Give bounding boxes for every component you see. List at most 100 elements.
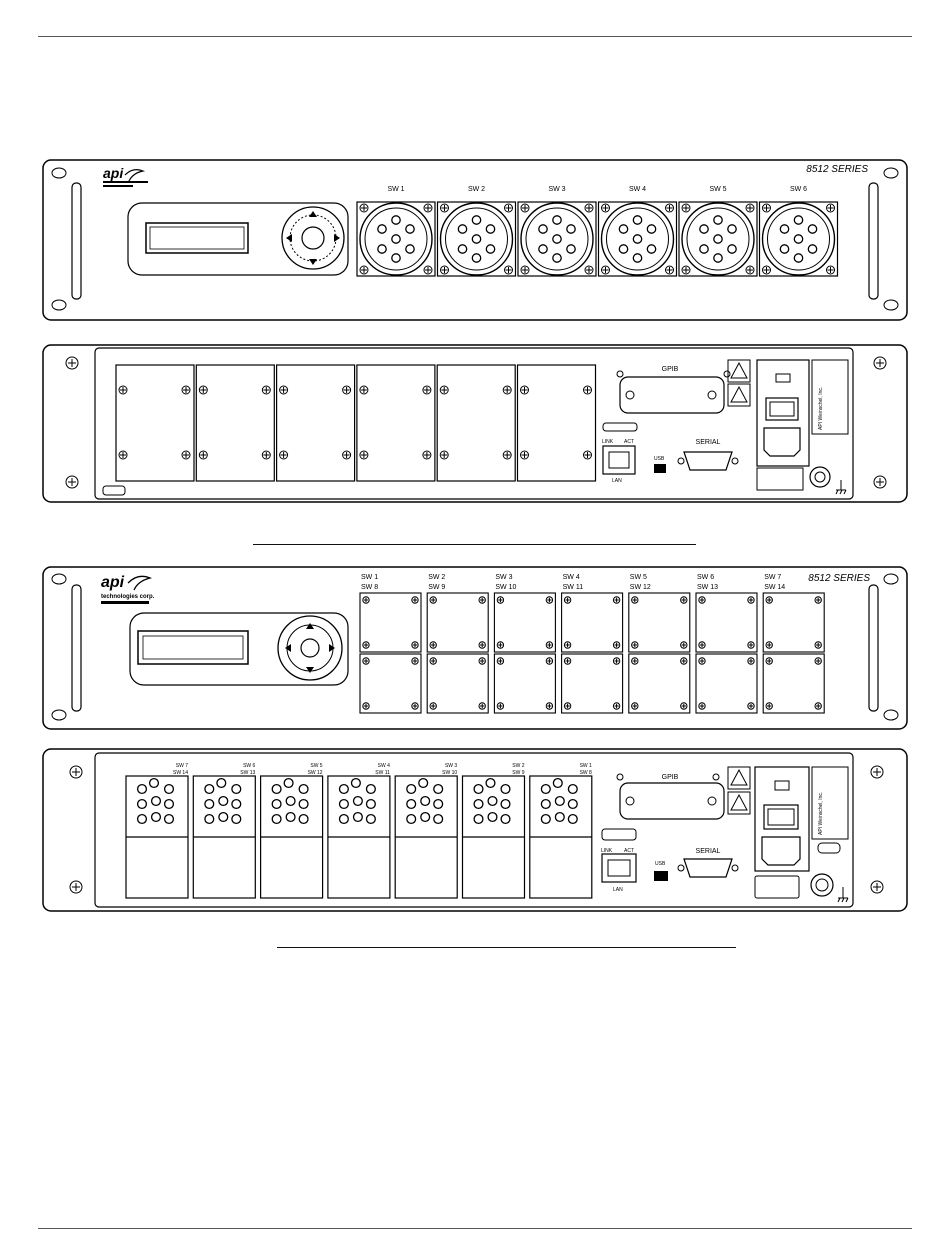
switch-connector: SW 5 <box>678 186 758 277</box>
svg-text:LAN: LAN <box>612 478 622 484</box>
brand-logo: api technologies corp. <box>101 574 155 604</box>
switch-label: SW 6 <box>243 763 255 769</box>
ground-terminal <box>810 873 849 903</box>
blank-plates <box>115 364 597 482</box>
usb-device-port[interactable] <box>654 464 666 473</box>
figure-caption-line-2 <box>277 947 736 948</box>
rotary-knob[interactable] <box>277 615 343 681</box>
switch-plates: SW 1 SW 8 SW 2SW 9 SW 3 SW 10 SW 4 SW 11 SW 5SW… <box>359 574 825 714</box>
switch-label: SW 3 <box>548 186 565 193</box>
power-module[interactable] <box>754 766 810 872</box>
svg-text:GPIB: GPIB <box>662 366 679 373</box>
usb-port[interactable] <box>602 422 638 432</box>
series-label: 8512 SERIES <box>806 164 868 175</box>
svg-text:SERIAL: SERIAL <box>696 848 721 855</box>
rear-switch-column: SW 3SW 10 <box>394 763 458 899</box>
svg-text:ACT: ACT <box>624 848 634 854</box>
switch-label: SW 4 <box>629 186 646 193</box>
switch-label: SW 10 <box>495 584 516 591</box>
gpib-connector[interactable]: GPIB <box>616 366 731 414</box>
switch-label: SW 7 <box>176 763 188 769</box>
rack-screws <box>69 765 884 894</box>
switch-connector: SW 3 <box>517 186 597 277</box>
switch-label: SW 9 <box>512 770 524 776</box>
rack-screws <box>65 356 887 489</box>
power-module[interactable] <box>756 359 810 467</box>
rack-handle-right <box>868 573 899 721</box>
switch-connector: SW 2 <box>436 186 517 277</box>
blank-plate <box>516 364 597 482</box>
svg-text:API Weinschel, Inc.: API Weinschel, Inc. <box>818 387 824 430</box>
blank-plate <box>115 364 195 482</box>
blank-plate <box>436 364 516 482</box>
switch-column: SW 4 SW 11 <box>561 574 624 714</box>
lan-port[interactable] <box>602 445 636 475</box>
serial-port[interactable] <box>677 451 739 471</box>
switch-connectors: SW 1 SW 2 SW 3 SW 4 SW 5 SW 6 <box>356 186 839 277</box>
usb-port[interactable] <box>601 828 637 841</box>
rotary-knob[interactable] <box>281 206 345 270</box>
svg-text:LINK: LINK <box>602 439 614 445</box>
switch-label: SW 3 <box>445 763 457 769</box>
switch-connector: SW 4 <box>597 186 678 277</box>
svg-text:API Weinschel, Inc.: API Weinschel, Inc. <box>818 792 824 835</box>
control-bezel <box>129 612 349 686</box>
blank-plate <box>276 364 356 482</box>
switch-connector: SW 6 <box>758 186 839 277</box>
ground-tab <box>102 485 126 496</box>
blank-plate <box>195 364 275 482</box>
svg-text:USB: USB <box>655 861 666 867</box>
switch-label: SW 8 <box>580 770 592 776</box>
switch-label: SW 13 <box>240 770 255 776</box>
switch-label: SW 11 <box>563 584 584 591</box>
switch-label: SW 12 <box>630 584 651 591</box>
gpib-connector[interactable]: GPIB <box>616 773 725 820</box>
switch-label: SW 6 <box>790 186 807 193</box>
switch-column: SW 3 SW 10 <box>493 574 556 714</box>
warning-icons <box>727 359 751 407</box>
lcd-display <box>145 222 249 254</box>
switch-label: SW 3 <box>495 574 512 581</box>
lcd-display <box>137 630 249 665</box>
rear-switch-column: SW 2SW 9 <box>461 763 526 899</box>
rear-switch-column: SW 6SW 13 <box>192 763 256 899</box>
rear-switch-column: SW 1SW 8 <box>529 763 593 899</box>
switch-column: SW 5SW 12 <box>628 574 691 714</box>
ground-terminal <box>809 466 847 495</box>
rating-label: API Weinschel, Inc. <box>754 766 849 899</box>
switch-column: SW 6 SW 13 <box>695 574 758 714</box>
header-rule <box>38 36 912 37</box>
svg-text:api: api <box>103 165 124 181</box>
switch-label: SW 13 <box>697 584 718 591</box>
usb-device-port[interactable] <box>654 871 668 881</box>
control-bezel <box>127 202 349 276</box>
switch-label: SW 4 <box>378 763 390 769</box>
rear-switch-column: SW 7SW 14 <box>125 763 189 899</box>
switch-column: SW 2SW 9 <box>426 574 489 714</box>
svg-text:USB: USB <box>654 456 665 462</box>
rack-handle-left <box>51 167 82 311</box>
rear-switch-column: SW 5SW 12 <box>260 763 324 899</box>
front-panel-6-switch: api 8512 SERIES SW 1 SW 2 SW 3 SW 4 SW 5 SW 6 <box>42 159 908 321</box>
svg-text:LINK: LINK <box>601 848 613 854</box>
svg-text:GPIB: GPIB <box>662 774 679 781</box>
switch-label: SW 8 <box>361 584 378 591</box>
switch-column: SW 7SW 14 <box>762 574 825 714</box>
switch-label: SW 5 <box>709 186 726 193</box>
switch-label: SW 6 <box>697 574 714 581</box>
figure-caption-line-1 <box>253 544 696 545</box>
switch-label: SW 11 <box>375 770 390 776</box>
switch-label: SW 14 <box>173 770 188 776</box>
rack-handle-left <box>51 573 82 721</box>
rack-handle-right <box>868 167 899 311</box>
switch-label: SW 1 <box>387 186 404 193</box>
serial-port[interactable] <box>677 858 739 878</box>
switch-label: SW 1 <box>361 574 378 581</box>
lan-port[interactable] <box>601 853 637 883</box>
footer-rule <box>38 1228 912 1229</box>
blank-plate <box>356 364 436 482</box>
warning-icons <box>727 766 751 815</box>
switch-label: SW 4 <box>563 574 580 581</box>
